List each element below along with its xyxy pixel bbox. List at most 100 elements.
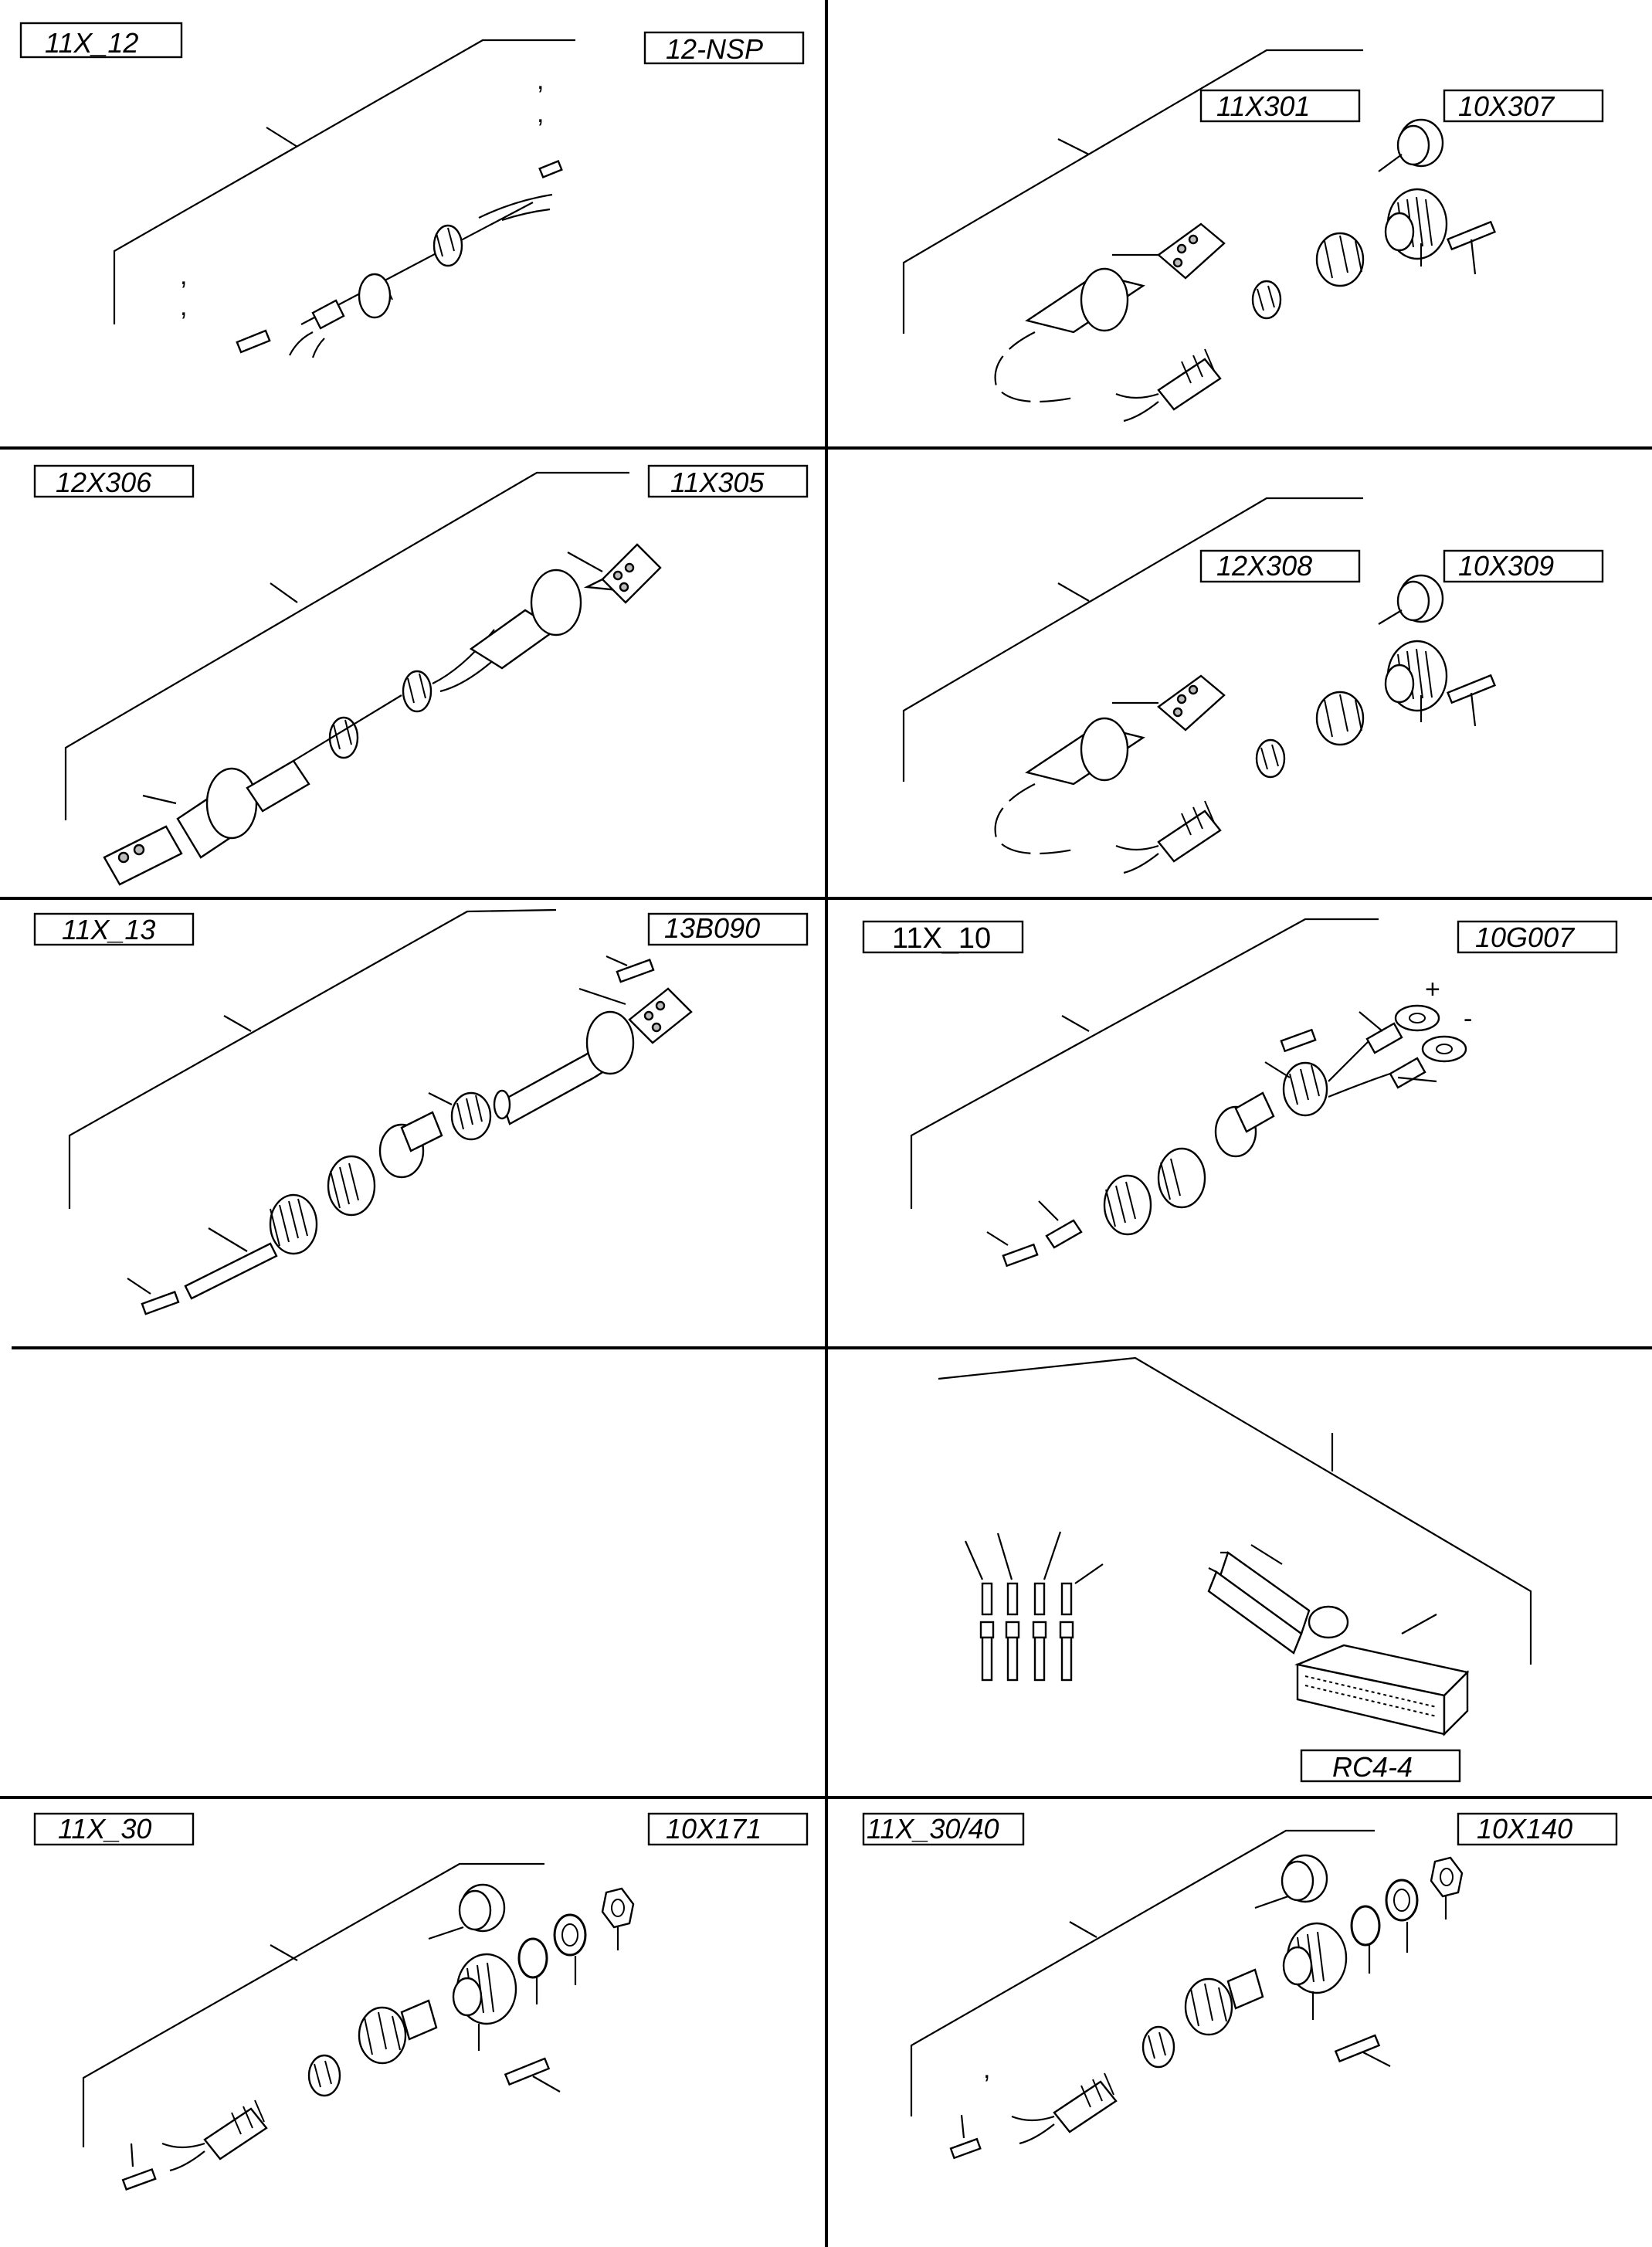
threaded-nut xyxy=(1264,1061,1328,1117)
label-10g007: 10G007 xyxy=(1475,922,1576,953)
label-box-12x306 xyxy=(33,464,195,498)
label-box-11x-12 xyxy=(19,22,183,59)
assembly-bracket xyxy=(68,908,557,1209)
contact-pin xyxy=(1280,1028,1317,1053)
label-box-10x171 xyxy=(647,1812,809,1846)
panel-11x-12: 11X_12 12-NSP , , , , xyxy=(19,22,805,358)
leader-line xyxy=(1057,138,1090,155)
ribbon-cable-connector xyxy=(1207,1544,1470,1736)
label-box-10x309 xyxy=(1443,549,1604,583)
leader-line xyxy=(1061,1015,1090,1032)
comma-mark: , xyxy=(537,66,544,95)
assembly-bracket xyxy=(113,39,575,324)
washer xyxy=(553,1913,587,1985)
label-box-11x305 xyxy=(647,464,809,498)
cable-dashed xyxy=(994,331,1074,403)
label-box-rc4-4 xyxy=(1300,1749,1461,1783)
cable-assembly xyxy=(289,193,553,358)
label-box-13b090 xyxy=(647,912,809,946)
threaded-housing xyxy=(1384,640,1448,712)
cable-end xyxy=(1115,800,1222,874)
contact-pin xyxy=(606,955,655,983)
label-box-11x-30 xyxy=(33,1812,195,1846)
label-10x307: 10X307 xyxy=(1458,90,1555,122)
contact-pins-set xyxy=(964,1531,1104,1682)
ring-terminal-positive xyxy=(1328,1004,1440,1082)
cap-disc xyxy=(1378,574,1444,625)
assembly-bracket xyxy=(902,497,1363,782)
gland-part xyxy=(378,1111,443,1179)
label-10x140: 10X140 xyxy=(1477,1813,1572,1845)
label-12x306: 12X306 xyxy=(56,467,152,498)
label-rc4-4: RC4-4 xyxy=(1332,1751,1413,1783)
cable-line xyxy=(293,694,402,762)
comma-mark: , xyxy=(537,99,544,128)
contact-pin xyxy=(121,2143,157,2191)
cap-disc xyxy=(1378,118,1444,172)
connector-right xyxy=(469,543,662,670)
leader-line xyxy=(266,127,298,148)
cap-disc xyxy=(428,1883,506,1940)
connector-housing xyxy=(1025,674,1226,786)
label-12x308: 12X308 xyxy=(1216,550,1312,582)
gland-part xyxy=(358,1999,438,2065)
spring-part xyxy=(1103,1174,1152,1236)
spring-part xyxy=(1157,1147,1206,1209)
polarity-plus: + xyxy=(1425,975,1440,1004)
spring-part xyxy=(1141,2025,1175,2069)
pin-icon xyxy=(1005,1582,1020,1682)
spring-part xyxy=(307,2054,341,2097)
panel-rc4-4: RC4-4 xyxy=(938,1356,1532,1783)
o-ring xyxy=(1350,1905,1381,1974)
assembly-bracket xyxy=(64,471,629,820)
panel-11x-10: 11X_10 10G007 xyxy=(862,918,1618,1268)
cable-end xyxy=(1011,2072,1118,2145)
threaded-housing xyxy=(452,1953,517,2051)
connector-head xyxy=(578,987,693,1044)
gland-part xyxy=(1214,1091,1275,1158)
spring-part xyxy=(1251,280,1282,320)
contact-pin xyxy=(1447,220,1496,275)
label-box-10g007 xyxy=(1457,920,1618,954)
washer xyxy=(1385,1879,1419,1953)
label-11x-13: 11X_13 xyxy=(62,914,155,945)
connector-housing xyxy=(1025,222,1226,334)
pin-icon xyxy=(979,1582,995,1682)
panel-11x-30: 11X_30 10X171 xyxy=(33,1812,809,2191)
threaded-housing xyxy=(1384,188,1448,260)
spring-part xyxy=(328,716,359,759)
label-12-nsp: 12-NSP xyxy=(666,33,763,65)
cable-end xyxy=(161,2099,268,2172)
spring-part xyxy=(327,1155,376,1217)
leader-line xyxy=(1057,582,1090,602)
connector-left xyxy=(103,759,310,886)
label-11x-10: 11X_10 xyxy=(892,922,991,955)
contact-pin xyxy=(986,1231,1039,1268)
label-box-11x-30-40 xyxy=(862,1812,1025,1846)
threaded-housing xyxy=(1282,1922,1348,2020)
comma-mark: , xyxy=(180,292,187,321)
o-ring xyxy=(517,1937,548,2004)
pin-icon xyxy=(236,329,271,354)
label-11x301: 11X301 xyxy=(1216,90,1310,122)
label-11x-30-40: 11X_30/40 xyxy=(867,1813,999,1845)
assembly-bracket xyxy=(910,918,1379,1209)
label-10x309: 10X309 xyxy=(1458,550,1554,582)
leader-line xyxy=(270,1944,298,1961)
polarity-minus: - xyxy=(1464,1004,1472,1034)
assembly-bracket xyxy=(902,49,1363,334)
comma-mark: , xyxy=(180,261,187,290)
label-11x-12: 11X_12 xyxy=(45,27,138,59)
panel-11x301: 11X301 10X307 xyxy=(902,49,1604,423)
spring-part xyxy=(269,1193,318,1255)
cable-body xyxy=(184,1227,278,1300)
spring-part xyxy=(1255,738,1286,779)
label-box-12x308 xyxy=(1199,549,1361,583)
label-13b090: 13B090 xyxy=(664,912,760,944)
cable-dashed xyxy=(994,783,1074,855)
cap-disc xyxy=(1254,1854,1328,1909)
boot-sleeve xyxy=(493,1010,635,1125)
contact-pin xyxy=(1447,674,1496,727)
